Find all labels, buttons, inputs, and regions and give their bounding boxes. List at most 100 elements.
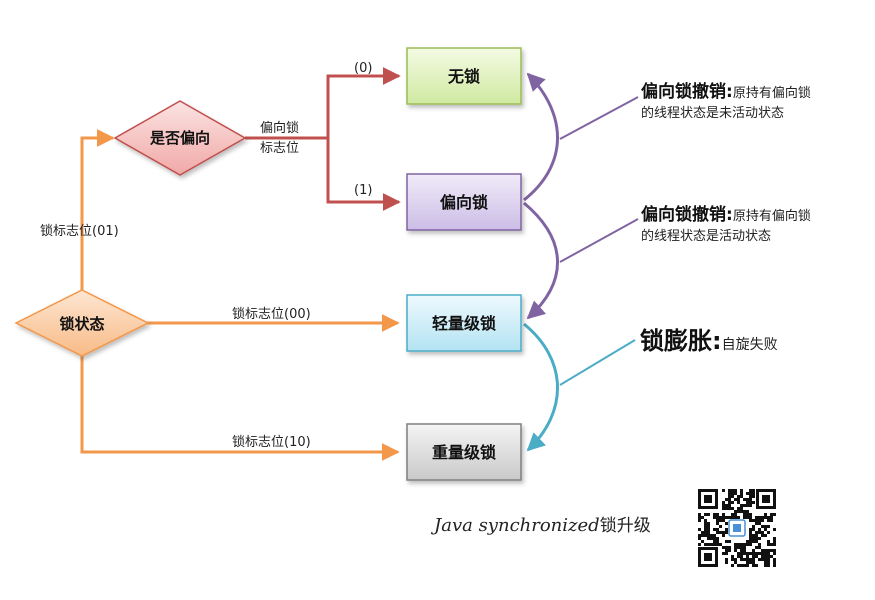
qr-module	[749, 513, 752, 516]
edge-label-to-heavyweight: 锁标志位(10)	[232, 434, 311, 450]
qr-module	[752, 540, 755, 543]
qr-module	[734, 510, 737, 513]
qr-module	[767, 540, 770, 543]
svg-text:锁膨胀:自旋失败: 锁膨胀:自旋失败	[640, 327, 778, 355]
qr-module	[746, 558, 749, 561]
qr-module	[731, 516, 734, 519]
qr-module	[740, 543, 743, 546]
caption-italic: Java synchronized	[430, 515, 600, 536]
qr-module	[698, 513, 701, 516]
qr-module	[767, 543, 770, 546]
edge-is-biased-to-biased-lock	[326, 138, 401, 211]
qr-module	[752, 552, 755, 555]
qr-module	[761, 534, 764, 537]
qr-module	[740, 555, 743, 558]
qr-code-icon	[697, 488, 777, 568]
qr-module	[701, 516, 704, 519]
qr-module	[749, 561, 752, 564]
curve-biased-to-lightweight	[523, 201, 559, 320]
qr-module	[716, 543, 719, 546]
qr-module	[725, 504, 728, 507]
qr-module	[749, 534, 752, 537]
note-2-line1: 原持有偏向锁	[733, 208, 811, 224]
qr-module	[767, 558, 770, 561]
qr-module	[770, 555, 773, 558]
qr-module	[734, 558, 737, 561]
edge-label-to-is-biased: 锁标志位(01)	[40, 223, 119, 239]
qr-module	[761, 519, 764, 522]
qr-module	[749, 558, 752, 561]
qr-module	[713, 537, 716, 540]
qr-module	[749, 552, 752, 555]
qr-module	[755, 519, 758, 522]
qr-module	[722, 489, 725, 492]
qr-module	[704, 522, 707, 525]
diamond-is-biased: 是否偏向	[113, 100, 247, 176]
qr-module	[728, 495, 731, 498]
qr-module	[725, 558, 728, 561]
qr-module	[758, 546, 761, 549]
qr-module	[704, 531, 707, 534]
qr-module	[755, 537, 758, 540]
qr-module	[725, 507, 728, 510]
qr-module	[758, 537, 761, 540]
qr-module	[746, 510, 749, 513]
note-biased-revoke-active: 偏向锁撤销:原持有偏向锁 的线程状态是活动状态	[641, 204, 811, 244]
qr-module	[755, 534, 758, 537]
qr-module	[767, 549, 770, 552]
edge-label-one: (1)	[354, 183, 372, 198]
qr-module	[740, 546, 743, 549]
qr-module	[764, 558, 767, 561]
qr-module	[758, 516, 761, 519]
edge-label-to-lightweight: 锁标志位(00)	[232, 306, 311, 322]
qr-module	[719, 516, 722, 519]
qr-module	[746, 501, 749, 504]
qr-module	[752, 537, 755, 540]
qr-module	[719, 531, 722, 534]
qr-module	[752, 495, 755, 498]
qr-module	[743, 510, 746, 513]
qr-module	[743, 564, 746, 567]
callout-lines	[559, 96, 639, 386]
qr-module	[707, 534, 710, 537]
qr-module	[758, 528, 761, 531]
qr-module	[707, 513, 710, 516]
qr-module	[725, 561, 728, 564]
diamond-lock-state-label: 锁状态	[59, 315, 104, 333]
qr-module	[701, 531, 704, 534]
qr-module	[737, 495, 740, 498]
qr-module	[719, 525, 722, 528]
qr-module	[746, 504, 749, 507]
note-biased-revoke-inactive: 偏向锁撤销:原持有偏向锁 的线程状态是未活动状态	[641, 81, 811, 121]
qr-module	[725, 498, 728, 501]
qr-module	[698, 543, 701, 546]
qr-module	[740, 504, 743, 507]
qr-module	[728, 498, 731, 501]
qr-module	[731, 492, 734, 495]
qr-module	[767, 525, 770, 528]
qr-module	[734, 543, 737, 546]
qr-module	[767, 516, 770, 519]
qr-module	[752, 525, 755, 528]
qr-module	[716, 516, 719, 519]
caption-rest: 锁升级	[600, 516, 651, 536]
qr-module	[698, 537, 701, 540]
qr-module	[749, 489, 752, 492]
qr-module	[755, 564, 758, 567]
qr-module	[749, 531, 752, 534]
qr-module	[761, 552, 764, 555]
qr-module	[704, 519, 707, 522]
edge-lock-state-to-is-biased	[80, 129, 115, 298]
qr-module	[761, 555, 764, 558]
qr-module	[731, 489, 734, 492]
qr-module	[761, 525, 764, 528]
diamond-is-biased-label: 是否偏向	[149, 129, 210, 147]
qr-module	[713, 534, 716, 537]
qr-module	[749, 537, 752, 540]
qr-module	[746, 552, 749, 555]
qr-module	[728, 516, 731, 519]
qr-module	[707, 543, 710, 546]
qr-module	[773, 537, 776, 540]
qr-module	[716, 513, 719, 516]
